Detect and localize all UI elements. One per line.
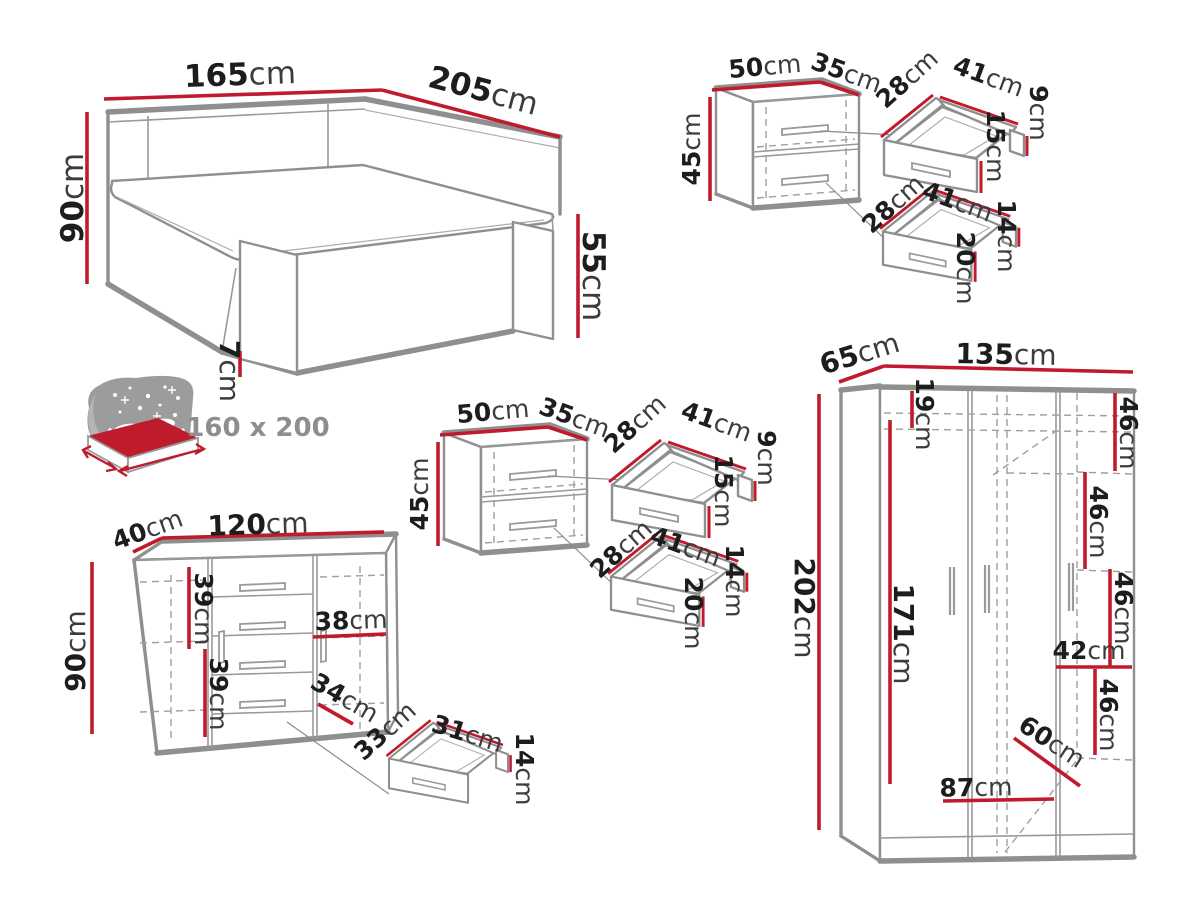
drawer-height-label: 14cm (510, 733, 539, 806)
drawer-callout-line (825, 182, 891, 245)
star-sparkles (121, 386, 176, 420)
wardrobe-section-label: 46cm (1094, 679, 1123, 752)
dresser-dimension-lines (90, 530, 387, 737)
dresser-depth-line (132, 536, 163, 554)
wardrobe-interior-width-label: 87cm (939, 772, 1012, 802)
drawer-box-height-label: 20cm (951, 232, 980, 305)
nightstand-height-label: 45cm (405, 458, 434, 531)
bed-front-leg (238, 239, 299, 375)
dresser-width-label: 120cm (207, 506, 309, 543)
bed-mattress-night-icon: 160 x 200 (81, 375, 330, 478)
drawer-width-label: 41cm (949, 50, 1027, 102)
wardrobe-width-label: 135cm (955, 337, 1057, 372)
bed-width-label: 165cm (183, 55, 296, 95)
nightstand-body (716, 80, 859, 208)
wardrobe-top-shelf-label: 19cm (910, 378, 939, 451)
dresser-outline (132, 531, 400, 756)
drawer-front-height-label: 14cm (720, 545, 749, 618)
bed-plinth-label: 7cm (213, 340, 246, 402)
bed-right-leg (511, 220, 555, 341)
wardrobe-handles (948, 563, 1075, 615)
wardrobe-interior-width-line (942, 797, 1055, 803)
bed-side-rail-edge (362, 96, 563, 140)
bed-mattress (109, 163, 555, 262)
dresser-width-line (161, 530, 385, 540)
drawer-front-height-label: 14cm (992, 200, 1021, 273)
open-drawer-small (880, 93, 1029, 194)
nightstand-width-line (711, 80, 821, 92)
bed-headboard-top-edge (105, 96, 368, 115)
drawer-front-height-label: 9cm (752, 430, 781, 486)
dresser-upper-shelf-label: 39cm (189, 573, 218, 646)
open-drawer-large (607, 532, 749, 628)
dresser-door-width-label: 38cm (314, 605, 388, 637)
drawer-box-height-label: 15cm (709, 455, 738, 528)
wardrobe-depth-line (838, 364, 885, 384)
wardrobe-dimension-lines (817, 364, 1134, 830)
nightstand-body (444, 425, 587, 553)
wardrobe-interior-depth-line (1012, 736, 1082, 788)
mattress-size-label: 160 x 200 (186, 413, 329, 443)
drawer-callout-line (553, 527, 619, 590)
drawer-callout-line (286, 721, 390, 795)
nightstand-width-label: 50cm (455, 394, 530, 429)
nightstand-middle: 50cm 35cm 45cm 28cm 41cm 9cm 15cm 28cm 4… (405, 389, 781, 650)
dresser-lower-shelf-label: 39cm (204, 658, 233, 731)
open-drawer-small (608, 438, 757, 539)
bed-dimension-lines (85, 88, 580, 377)
drawer-box-height-label: 15cm (981, 110, 1010, 183)
dresser-door-width-line (312, 632, 387, 639)
dresser-drawer-front-line (317, 702, 354, 726)
dresser: 40cm 120cm 90cm 39cm 39cm 38cm 34cm 33cm… (59, 503, 539, 805)
nightstand-depth-line (547, 425, 588, 442)
wardrobe-width-line (883, 364, 1134, 374)
bed-width-line (103, 88, 383, 101)
icon-mattress-top (88, 418, 198, 458)
wardrobe-height-label: 202cm (788, 557, 821, 658)
bed-height-label: 90cm (55, 153, 91, 243)
open-drawer-large (879, 187, 1021, 283)
nightstand-top: 50cm 35cm 45cm 28cm 41cm 9cm 15cm 28cm 4… (677, 44, 1053, 305)
wardrobe: 65cm 135cm 202cm 171cm 19cm 46cm 46cm 46… (788, 326, 1143, 864)
nightstand-width-line (439, 425, 549, 437)
bed-outline (105, 96, 563, 376)
wardrobe-section-label: 46cm (1114, 397, 1143, 470)
open-drawer-dresser (385, 719, 512, 804)
wardrobe-section-label: 46cm (1109, 572, 1138, 645)
drawer-width-label: 41cm (677, 395, 755, 447)
icon-dimension-arrows (81, 442, 207, 478)
drawer-front-height-label: 9cm (1024, 85, 1053, 141)
drawer-box-height-label: 20cm (679, 577, 708, 650)
wardrobe-section-label: 46cm (1084, 486, 1113, 559)
nightstand-height-label: 45cm (677, 113, 706, 186)
nightstand-depth-line (819, 80, 860, 97)
wardrobe-shelf-width-label: 42cm (1053, 636, 1126, 665)
wardrobe-interior-height-label: 171cm (887, 583, 920, 684)
bed-length-line (381, 88, 561, 139)
bed-side-height-label: 55cm (576, 231, 612, 321)
dresser-height-label: 90cm (59, 610, 92, 692)
nightstand-width-label: 50cm (727, 49, 802, 84)
wardrobe-side-face (839, 385, 882, 863)
wardrobe-outline (838, 383, 1137, 864)
bed: 165cm 205cm 90cm 55cm 7cm (55, 55, 612, 403)
